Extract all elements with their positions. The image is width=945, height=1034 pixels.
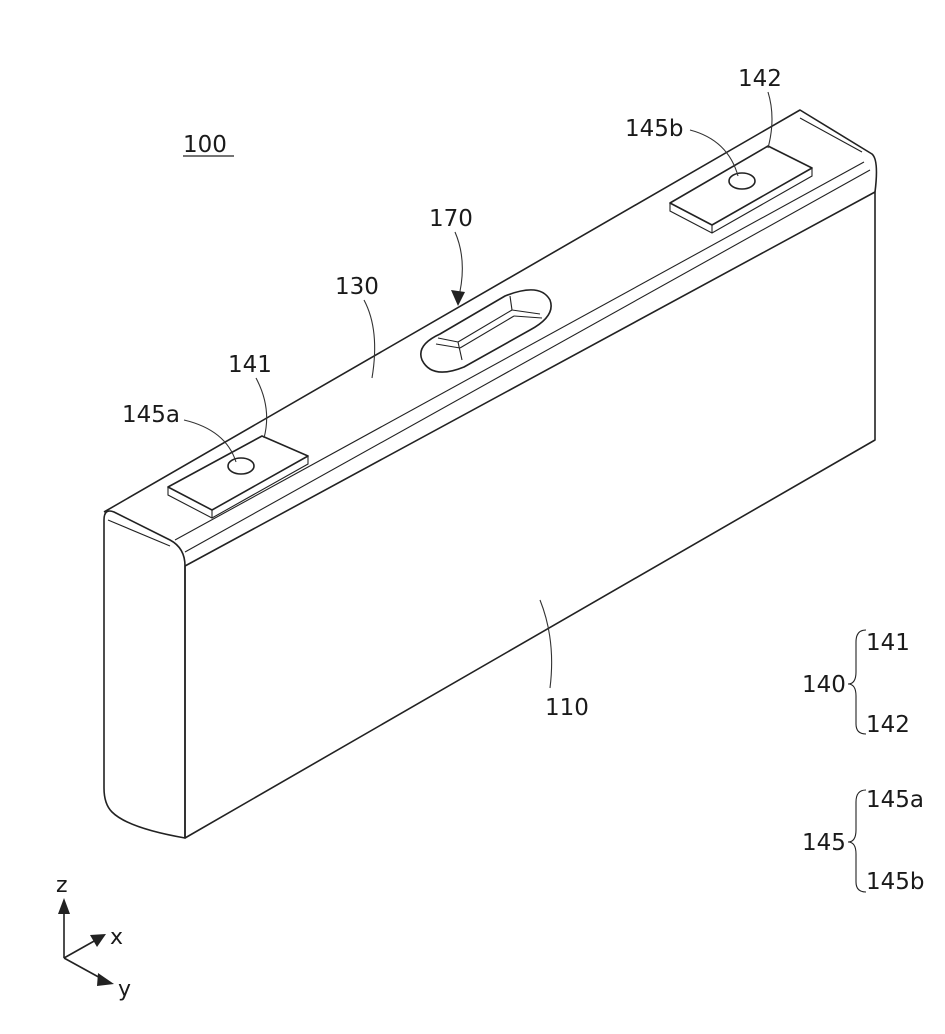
label-170: 170 — [429, 206, 473, 232]
label-145b: 145b — [625, 116, 684, 142]
coordinate-axes: z x y — [56, 873, 131, 1002]
terminal-142-side — [670, 168, 812, 233]
leader-lines — [184, 92, 772, 688]
x-arrowhead — [90, 934, 106, 947]
x-axis — [64, 940, 96, 958]
y-arrowhead — [97, 973, 114, 986]
front-face — [185, 192, 875, 838]
hole-145b — [729, 173, 755, 189]
legend-145-label: 145 — [802, 830, 846, 856]
leader-141 — [256, 378, 267, 438]
y-label: y — [118, 977, 131, 1002]
label-145a: 145a — [122, 402, 180, 428]
legend-140-item-141: 141 — [866, 630, 910, 656]
label-142: 142 — [738, 66, 782, 92]
battery-cell — [104, 110, 876, 838]
legend-group-145: 145 145a 145b — [802, 787, 925, 895]
legend-145-brace — [848, 790, 866, 892]
label-141: 141 — [228, 352, 272, 378]
vent-y-left — [436, 338, 462, 360]
leader-130 — [364, 300, 375, 378]
z-label: z — [56, 873, 68, 898]
label-130: 130 — [335, 274, 379, 300]
labels: 100 142 145b 170 130 141 145a 110 — [122, 66, 782, 721]
top-plate-front-edge — [185, 170, 870, 552]
vent-y-right — [510, 296, 542, 318]
left-end-face — [104, 511, 185, 838]
leader-110 — [540, 600, 552, 688]
legend-group-140: 140 141 142 — [802, 630, 910, 738]
top-face — [104, 110, 876, 512]
figure-label: 100 — [183, 132, 227, 158]
legend-145-item-145a: 145a — [866, 787, 924, 813]
legend-140-item-142: 142 — [866, 712, 910, 738]
legend-140-brace — [848, 630, 866, 734]
terminal-142 — [670, 146, 812, 233]
top-plate-inner-edge — [175, 162, 864, 540]
hole-145a — [228, 458, 254, 474]
legend-140-label: 140 — [802, 672, 846, 698]
vent-arrowhead — [451, 290, 465, 306]
terminal-142-top — [670, 146, 812, 225]
label-110: 110 — [545, 695, 589, 721]
leader-142 — [768, 92, 772, 148]
leader-170 — [455, 232, 462, 300]
top-plate-back-edge — [800, 118, 862, 152]
z-arrowhead — [58, 898, 70, 914]
vent-score-line — [458, 310, 512, 342]
vent-outline — [421, 290, 551, 372]
legend-145-item-145b: 145b — [866, 869, 925, 895]
vent-170 — [421, 290, 551, 372]
x-label: x — [110, 925, 123, 950]
terminal-141-side — [168, 456, 308, 518]
